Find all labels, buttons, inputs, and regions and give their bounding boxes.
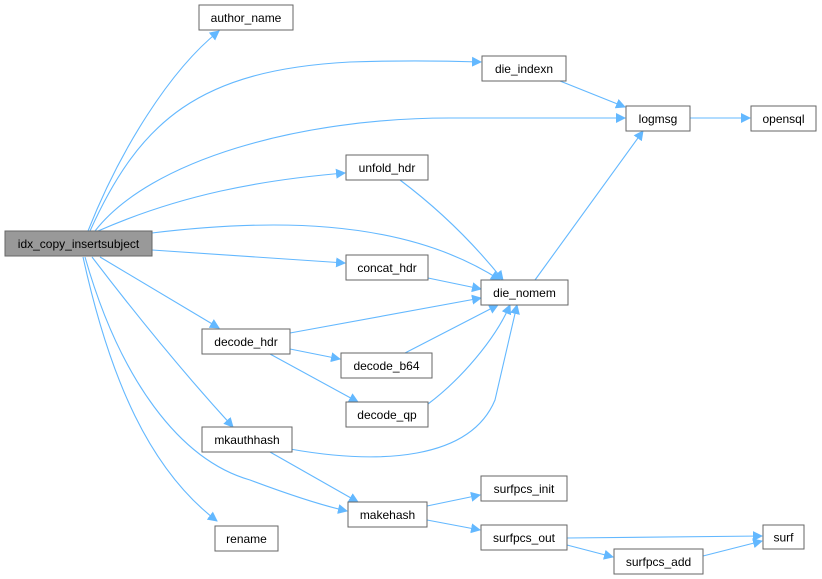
edge-makehash-surfpcs_out [426,519,481,534]
svg-text:decode_hdr: decode_hdr [214,335,277,349]
edge-concat_hdr-die_nomem [427,277,482,293]
node-idx-copy-insertsubject[interactable]: idx_copy_insertsubject [4,230,153,257]
node-surfpcs-add[interactable]: surfpcs_add [613,548,704,575]
edges [82,30,763,560]
node-die-nomem[interactable]: die_nomem [480,279,569,306]
svg-text:decode_qp: decode_qp [357,408,417,422]
node-decode-qp[interactable]: decode_qp [345,401,429,428]
edge-root-concat_hdr [151,249,346,268]
edge-root-author_name [87,30,220,232]
svg-text:surf: surf [773,531,794,545]
edge-root-die_nomem [151,224,501,281]
edge-unfold_hdr-die_nomem [399,179,504,281]
svg-text:mkauthhash: mkauthhash [214,433,279,447]
svg-text:author_name: author_name [211,11,282,25]
svg-text:unfold_hdr: unfold_hdr [359,161,416,175]
edge-decode_hdr-die_nomem [289,294,482,334]
edge-root-logmsg [94,113,626,232]
node-opensql[interactable]: opensql [750,105,817,132]
node-makehash[interactable]: makehash [347,501,428,528]
edge-root-decode_hdr [99,256,220,329]
edge-die_nomem-logmsg [534,130,644,281]
edge-root-makehash [84,256,348,514]
svg-text:logmsg: logmsg [639,112,678,126]
edge-surfpcs_out-surf [566,531,763,542]
node-unfold-hdr[interactable]: unfold_hdr [345,154,429,181]
node-logmsg[interactable]: logmsg [625,105,691,132]
edge-surfpcs_out-surfpcs_add [566,544,614,560]
svg-text:rename: rename [226,532,267,546]
node-surfpcs-init[interactable]: surfpcs_init [480,475,568,502]
edge-mkauthhash-die_nomem [289,304,520,458]
edge-decode_qp-die_nomem [427,304,512,405]
svg-text:concat_hdr: concat_hdr [357,261,416,275]
edge-decode_b64-die_nomem [404,304,499,354]
svg-text:decode_b64: decode_b64 [353,359,419,373]
edge-decode_hdr-decode_qp [269,353,359,403]
edge-surfpcs_add-surf [702,538,763,557]
svg-text:idx_copy_insertsubject: idx_copy_insertsubject [18,237,140,251]
svg-text:surfpcs_out: surfpcs_out [493,531,556,545]
edge-root-die_indexn [89,56,482,232]
node-rename[interactable]: rename [214,525,279,552]
svg-text:opensql: opensql [762,112,804,126]
edge-root-mkauthhash [91,256,234,428]
svg-text:surfpcs_add: surfpcs_add [626,555,691,569]
node-mkauthhash[interactable]: mkauthhash [201,426,293,453]
node-die-indexn[interactable]: die_indexn [481,55,567,82]
node-decode-hdr[interactable]: decode_hdr [201,328,291,355]
node-concat-hdr[interactable]: concat_hdr [345,254,429,281]
node-author-name[interactable]: author_name [198,4,294,31]
edge-mkauthhash-makehash [269,451,359,503]
edge-makehash-surfpcs_init [426,491,481,507]
svg-text:surfpcs_init: surfpcs_init [494,482,555,496]
edge-root-rename [82,256,218,522]
node-surfpcs-out[interactable]: surfpcs_out [480,524,568,551]
edge-root-unfold_hdr [97,168,346,232]
svg-text:die_nomem: die_nomem [493,286,556,300]
edge-die_indexn-logmsg [559,80,626,109]
edge-decode_hdr-decode_b64 [289,348,341,363]
svg-text:makehash: makehash [360,508,415,522]
node-surf[interactable]: surf [762,524,805,550]
node-decode-b64[interactable]: decode_b64 [340,352,433,379]
svg-text:die_indexn: die_indexn [495,62,553,76]
